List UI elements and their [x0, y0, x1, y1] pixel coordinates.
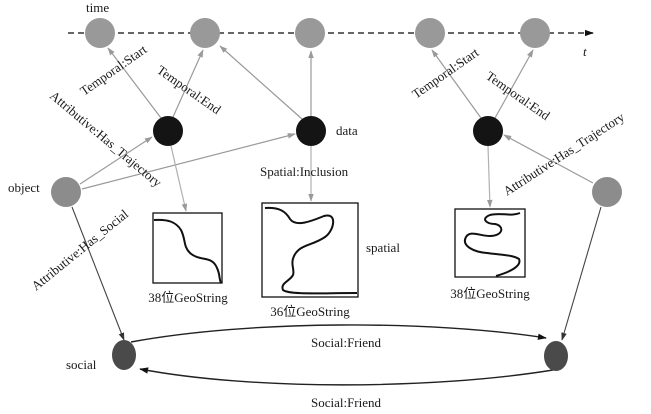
edge-o1-d2: [81, 133, 296, 190]
edge-label-friend: Social:Friend: [311, 335, 382, 350]
spatial-edges: [170, 145, 493, 212]
edge-d1-g1: [170, 145, 188, 212]
object-node[interactable]: [592, 177, 622, 207]
trajectory-curve: [264, 206, 358, 295]
spatial-box-caption: 38位GeoString: [450, 286, 530, 301]
social-nodes: [112, 340, 568, 371]
edge-d3-t5: [494, 49, 534, 119]
edge-o2-s2: [561, 206, 602, 341]
time-node[interactable]: [520, 18, 550, 48]
time-node[interactable]: [415, 18, 445, 48]
edge-d1-t1: [107, 47, 162, 119]
edge-d3-g3: [486, 145, 493, 208]
social-node[interactable]: [544, 341, 568, 371]
layer-label-data: data: [336, 123, 358, 138]
time-axis-t-label: t: [583, 44, 587, 59]
edge-label-friend: Social:Friend: [311, 395, 382, 410]
layer-label-spatial: spatial: [366, 240, 400, 255]
temporal-edges: [107, 45, 534, 120]
edge-d1-t2: [172, 49, 204, 118]
data-node[interactable]: [473, 116, 503, 146]
edge-o1-s1: [71, 206, 125, 341]
data-node[interactable]: [153, 116, 183, 146]
time-nodes: [85, 18, 550, 48]
edge-label-has-social: Attributive:Has_Social: [28, 206, 131, 293]
edge-label-spatial-inclusion: Spatial:Inclusion: [260, 164, 349, 179]
time-node[interactable]: [295, 18, 325, 48]
edge-o2-d3: [503, 134, 594, 184]
edge-label-temporal-start: Temporal:Start: [409, 44, 482, 101]
spatial-box-caption: 38位GeoString: [148, 290, 228, 305]
data-node[interactable]: [296, 116, 326, 146]
edge-s1-s2: [130, 324, 547, 343]
layer-label-social: social: [66, 357, 97, 372]
spatial-box-2[interactable]: [261, 202, 359, 298]
spatial-box-caption: 36位GeoString: [270, 304, 350, 319]
edge-s2-s1: [139, 367, 554, 386]
time-node[interactable]: [85, 18, 115, 48]
spatial-box-3[interactable]: [454, 208, 526, 278]
edge-o1-d1: [79, 136, 153, 185]
edge-label-temporal-end: Temporal:End: [154, 62, 224, 117]
trajectory-curve: [463, 212, 521, 277]
edge-label-temporal-start: Temporal:Start: [77, 41, 150, 98]
data-nodes: [153, 116, 503, 146]
trajectory-curve: [153, 218, 222, 284]
social-attribute-edges: [71, 206, 602, 341]
time-axis-label: time: [86, 0, 109, 15]
trajectory-edges: [79, 133, 594, 190]
edge-d3-t4: [431, 49, 482, 119]
edge-d2-t2: [219, 45, 303, 120]
social-node[interactable]: [112, 340, 136, 370]
layer-label-object: object: [8, 180, 40, 195]
edge-label-has-trajectory: Attributive:Has_Trajectory: [47, 88, 165, 190]
object-node[interactable]: [51, 177, 81, 207]
spatial-box-1[interactable]: [152, 212, 223, 284]
object-nodes: [51, 177, 622, 207]
friend-edges: [130, 324, 554, 386]
time-node[interactable]: [190, 18, 220, 48]
